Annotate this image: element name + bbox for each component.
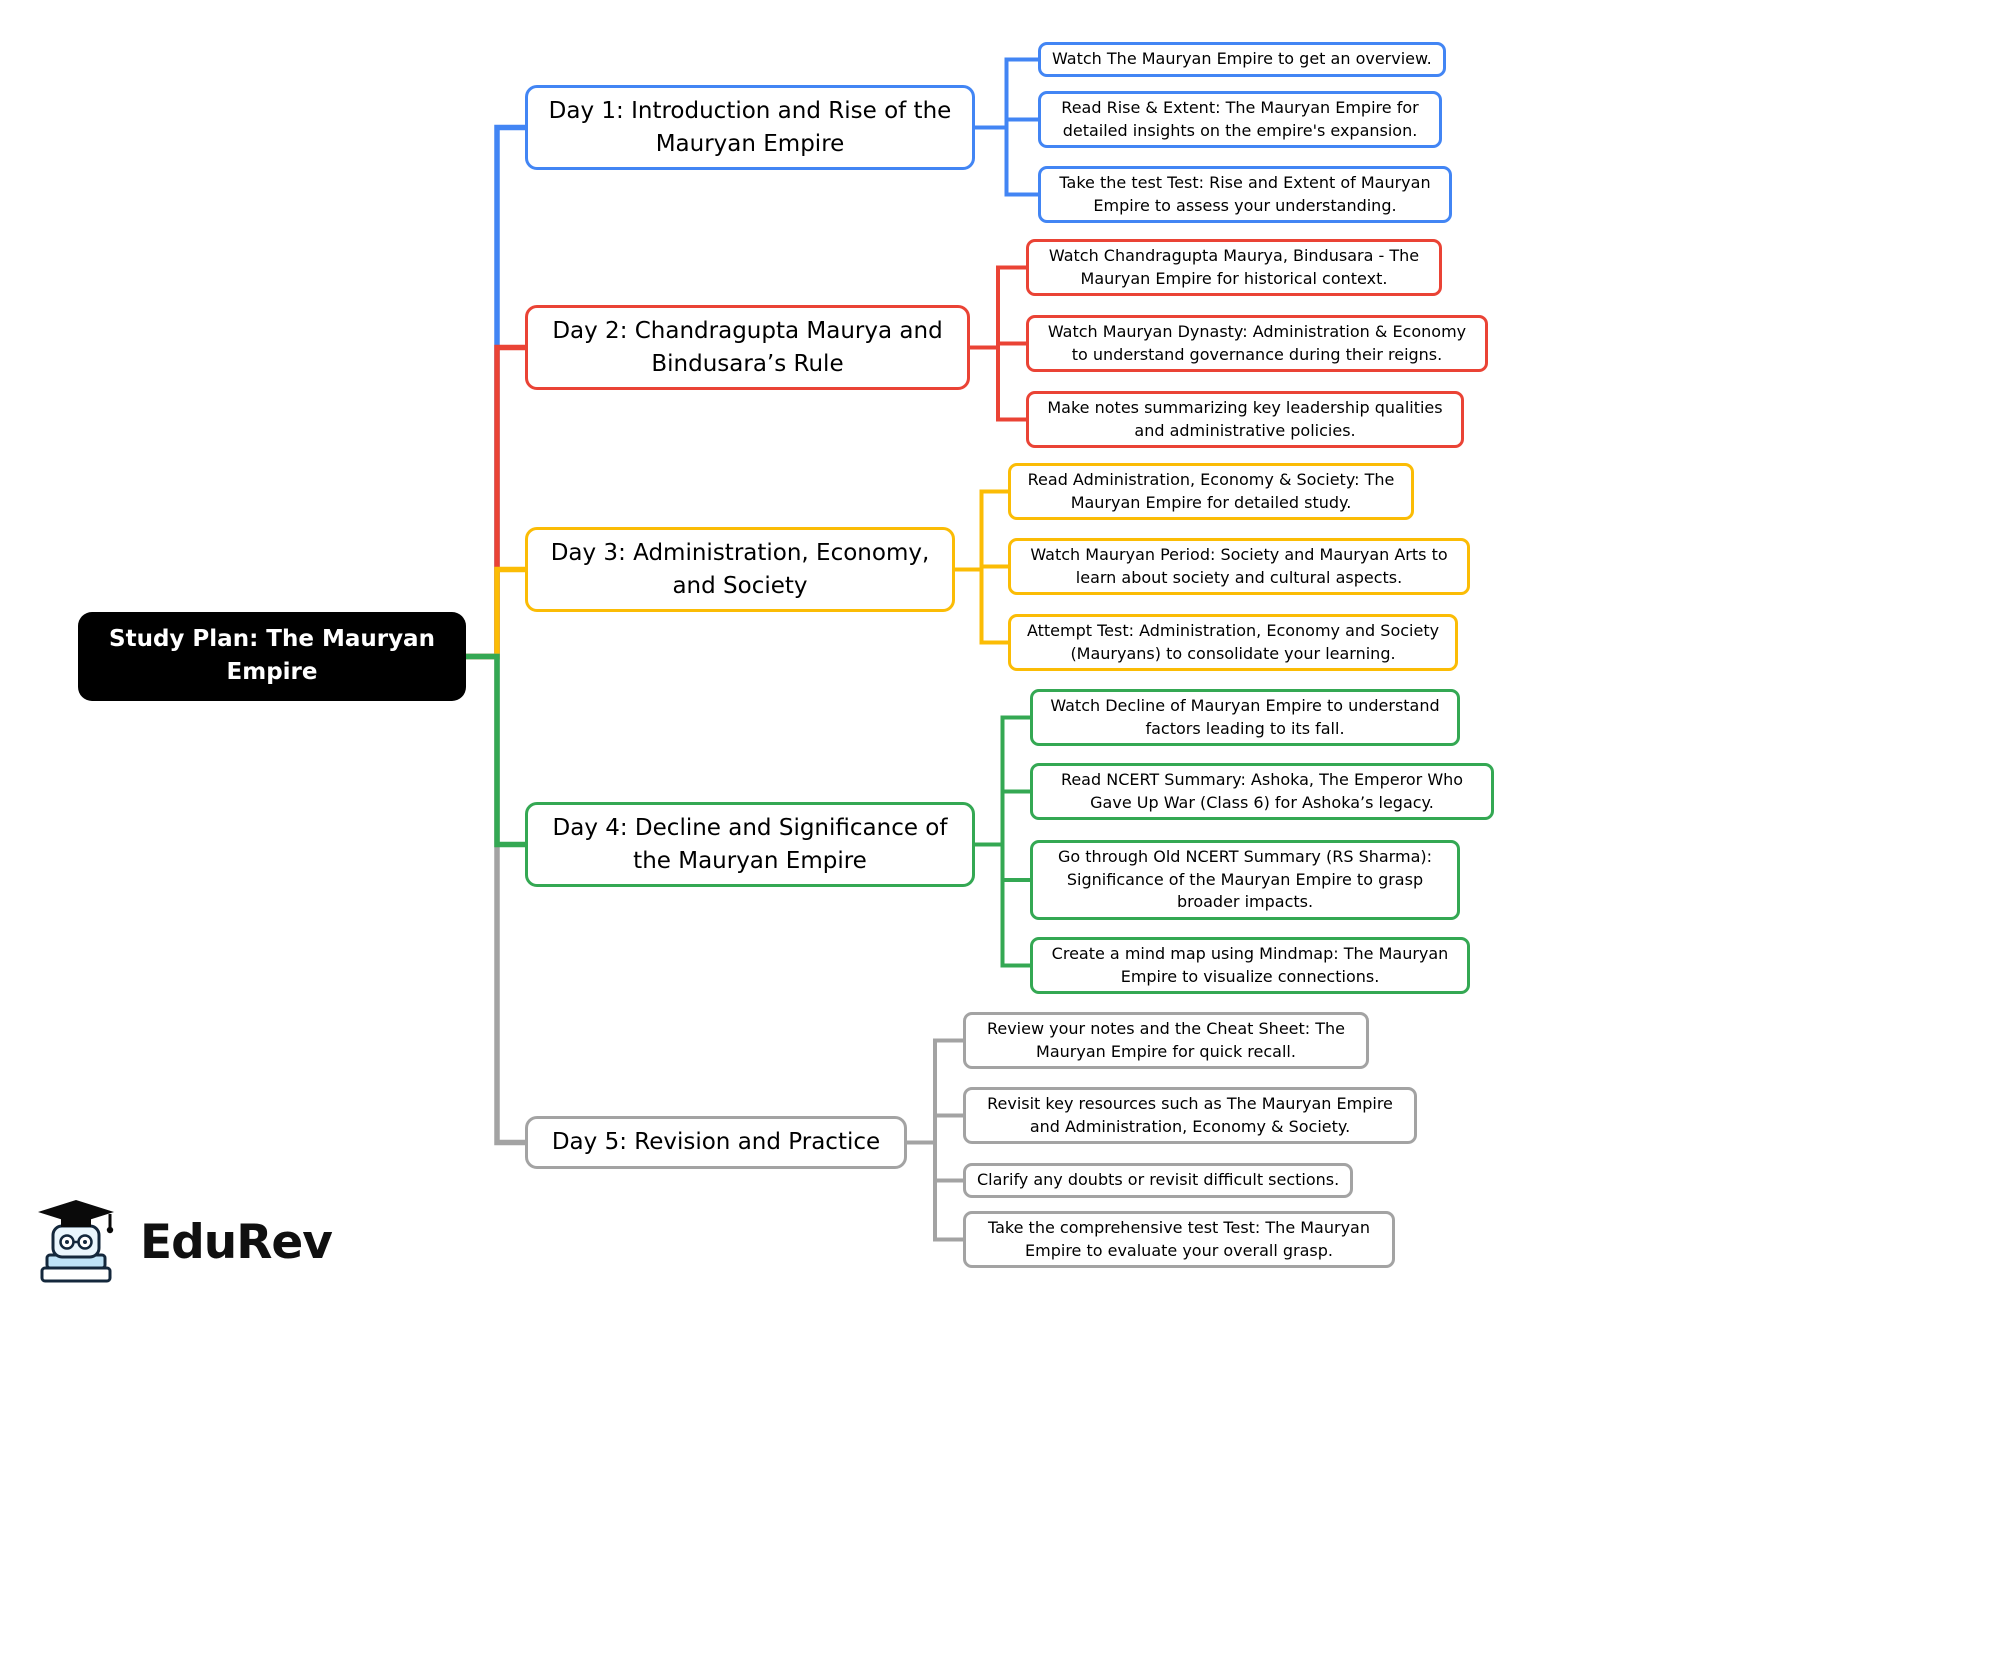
leaf-node-3-3[interactable]: Attempt Test: Administration, Economy an… [1008,614,1458,672]
root-node[interactable]: Study Plan: The Mauryan Empire [78,612,466,701]
leaf-node-5-3[interactable]: Clarify any doubts or revisit difficult … [963,1163,1354,1198]
day-node-3[interactable]: Day 3: Administration, Economy, and Soci… [525,527,955,613]
leaf-node-1-1[interactable]: Watch The Mauryan Empire to get an overv… [1038,42,1446,77]
leaf-node-2-3[interactable]: Make notes summarizing key leadership qu… [1026,391,1464,449]
edurev-logo-text: EduRev [140,1214,333,1270]
day-node-1[interactable]: Day 1: Introduction and Rise of the Maur… [525,85,975,171]
leaf-node-5-1[interactable]: Review your notes and the Cheat Sheet: T… [963,1012,1369,1070]
leaf-node-4-4[interactable]: Create a mind map using Mindmap: The Mau… [1030,937,1470,995]
leaf-node-1-3[interactable]: Take the test Test: Rise and Extent of M… [1038,166,1452,224]
leaf-node-5-2[interactable]: Revisit key resources such as The Maurya… [963,1087,1417,1145]
leaf-node-5-4[interactable]: Take the comprehensive test Test: The Ma… [963,1211,1395,1269]
leaf-node-4-2[interactable]: Read NCERT Summary: Ashoka, The Emperor … [1030,763,1494,821]
edurev-mascot-icon [36,1198,128,1286]
leaf-node-4-3[interactable]: Go through Old NCERT Summary (RS Sharma)… [1030,840,1460,921]
leaf-node-1-2[interactable]: Read Rise & Extent: The Mauryan Empire f… [1038,91,1442,149]
day-node-4[interactable]: Day 4: Decline and Significance of the M… [525,802,975,888]
leaf-node-2-2[interactable]: Watch Mauryan Dynasty: Administration & … [1026,315,1488,373]
leaf-node-3-1[interactable]: Read Administration, Economy & Society: … [1008,463,1414,521]
leaf-node-3-2[interactable]: Watch Mauryan Period: Society and Maurya… [1008,538,1470,596]
edurev-logo[interactable]: EduRev [36,1198,333,1286]
day-node-5[interactable]: Day 5: Revision and Practice [525,1116,907,1169]
leaf-node-4-1[interactable]: Watch Decline of Mauryan Empire to under… [1030,689,1460,747]
day-node-2[interactable]: Day 2: Chandragupta Maurya and Bindusara… [525,305,970,391]
leaf-node-2-1[interactable]: Watch Chandragupta Maurya, Bindusara - T… [1026,239,1442,297]
